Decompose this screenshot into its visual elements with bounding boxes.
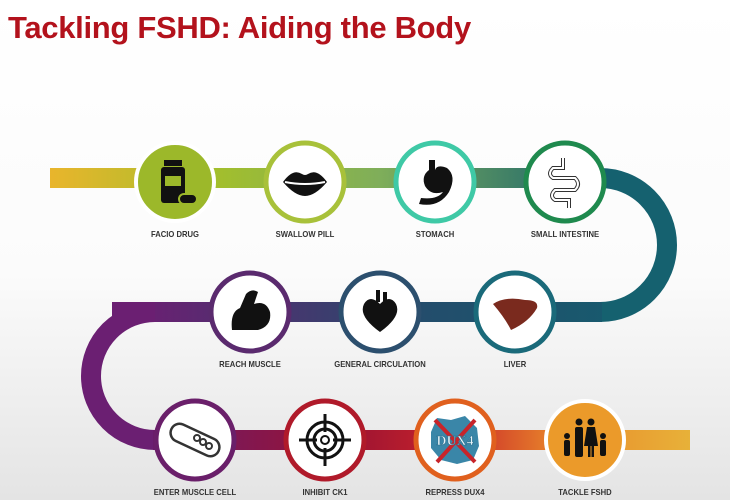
step-node xyxy=(544,399,626,481)
pill-bottle-icon xyxy=(161,160,198,205)
heart-icon xyxy=(362,290,398,332)
step-label: INHIBIT CK1 xyxy=(302,487,348,497)
slide-title: Tackling FSHD: Aiding the Body xyxy=(8,10,471,45)
flexed-arm-icon xyxy=(231,290,271,330)
muscle-cell-icon xyxy=(169,422,221,458)
family-icon xyxy=(564,418,606,457)
path-curve-left xyxy=(81,302,156,450)
dux4-icon-text: DUX4 xyxy=(436,434,473,449)
step-label: ENTER MUSCLE CELL xyxy=(153,487,237,497)
cross-mark xyxy=(433,418,477,464)
path-curve-right xyxy=(598,168,677,322)
step-label: FACIO DRUG xyxy=(150,229,200,239)
step-node xyxy=(523,140,607,224)
step-node xyxy=(473,270,557,354)
step-label: REACH MUSCLE xyxy=(219,359,281,369)
stomach-icon xyxy=(419,160,453,205)
step-label: LIVER xyxy=(503,359,527,369)
step-label: TACKLE FSHD xyxy=(558,487,612,497)
step-label: REPRESS DUX4 xyxy=(425,487,485,497)
step-node xyxy=(134,141,216,223)
step-node xyxy=(283,398,367,482)
step-label: STOMACH xyxy=(415,229,455,239)
step-node: DUX4 xyxy=(413,398,497,482)
step-node xyxy=(338,270,422,354)
step-label: GENERAL CIRCULATION xyxy=(334,359,426,369)
target-icon xyxy=(299,414,351,466)
step-label: SWALLOW PILL xyxy=(275,229,335,239)
step-node xyxy=(208,270,292,354)
step-node xyxy=(153,398,237,482)
intestine-icon xyxy=(548,158,580,208)
liver-icon xyxy=(493,298,538,330)
lips-icon xyxy=(283,172,327,196)
crossed-dux4-icon xyxy=(431,416,479,464)
step-label: SMALL INTESTINE xyxy=(530,229,600,239)
step-node xyxy=(263,140,347,224)
step-node xyxy=(393,140,477,224)
